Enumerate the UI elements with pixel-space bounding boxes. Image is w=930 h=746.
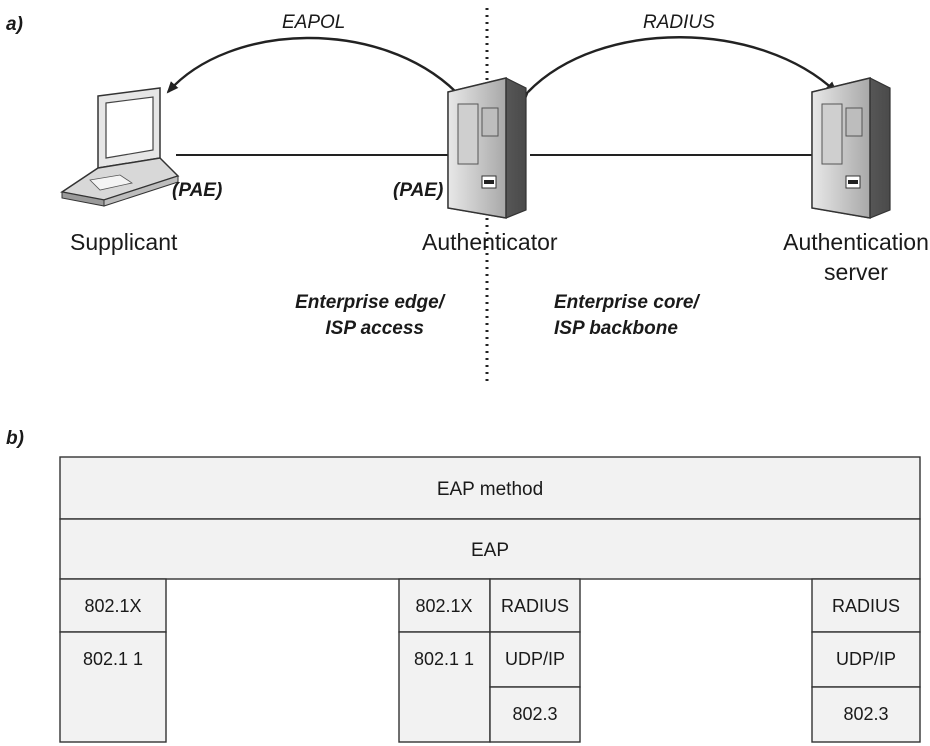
eap-label: EAP — [471, 540, 509, 561]
authenticator-pae-label: (PAE) — [393, 180, 443, 201]
core-zone-line2: ISP backbone — [554, 318, 678, 339]
core-zone-line1: Enterprise core/ — [554, 292, 700, 313]
authenticator-label: Authenticator — [422, 229, 558, 255]
authenticator-server-icon — [447, 77, 527, 219]
authenticator-8023-label: 802.3 — [512, 704, 557, 724]
authentication-server-label-line1: Authentication — [783, 229, 929, 255]
authenticator-right-stack: RADIUS UDP/IP 802.3 — [489, 578, 581, 743]
eap-method-label: EAP method — [437, 479, 543, 500]
server-udpip-cell — [811, 631, 921, 688]
authenticator-80211-label: 802.1 1 — [414, 649, 474, 669]
authenticator-udpip-label: UDP/IP — [505, 649, 565, 669]
supplicant-8021x-cell — [59, 578, 167, 633]
supplicant-80211-cell — [59, 631, 167, 743]
radius-label: RADIUS — [643, 12, 715, 33]
panel-a-label: a) — [6, 14, 23, 35]
eapol-label: EAPOL — [282, 12, 345, 33]
authenticator-8023-cell — [489, 686, 581, 743]
radius-arrow — [517, 36, 838, 103]
authenticator-8021x-label: 802.1X — [415, 596, 472, 616]
eap-method-layer — [59, 456, 921, 520]
authentication-server-icon — [811, 77, 891, 219]
supplicant-label: Supplicant — [70, 229, 178, 255]
supplicant-stack: 802.1X 802.1 1 — [59, 578, 167, 743]
server-radius-label: RADIUS — [832, 596, 900, 616]
authenticator-80211-cell — [398, 631, 491, 743]
eap-layer — [59, 518, 921, 580]
supplicant-80211-label: 802.1 1 — [83, 649, 143, 669]
server-8023-label: 802.3 — [843, 704, 888, 724]
supplicant-pae-label: (PAE) — [172, 180, 222, 201]
panel-b-label: b) — [6, 428, 24, 449]
server-stack: RADIUS UDP/IP 802.3 — [811, 578, 921, 743]
supplicant-8021x-label: 802.1X — [84, 596, 141, 616]
eapol-arrow — [166, 36, 467, 103]
server-udpip-label: UDP/IP — [836, 649, 896, 669]
laptop-icon — [60, 87, 180, 207]
authenticator-radius-label: RADIUS — [501, 596, 569, 616]
authenticator-left-stack: 802.1X 802.1 1 — [398, 578, 491, 743]
edge-zone-line2: ISP access — [325, 318, 424, 339]
server-8023-cell — [811, 686, 921, 743]
authentication-server-label-line2: server — [824, 259, 888, 285]
edge-zone-line1: Enterprise edge/ — [295, 292, 446, 313]
server-radius-cell — [811, 578, 921, 633]
